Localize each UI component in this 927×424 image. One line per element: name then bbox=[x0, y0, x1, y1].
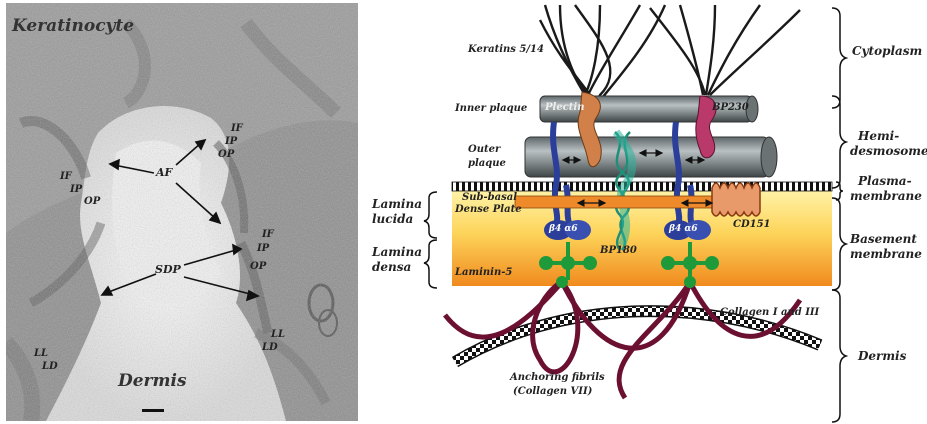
label-if-mid: IF bbox=[262, 229, 274, 240]
bp230-protein bbox=[695, 95, 717, 159]
label-lamina-densa-1: Lamina bbox=[372, 245, 422, 259]
label-op-top: OP bbox=[218, 149, 235, 160]
label-outer-plaque-2: plaque bbox=[468, 158, 506, 169]
label-if-left: IF bbox=[60, 171, 72, 182]
label-b4a6-left: β4 α6 bbox=[549, 224, 578, 234]
label-dermis-schematic: Dermis bbox=[858, 349, 907, 363]
label-inner-plaque: Inner plaque bbox=[455, 103, 528, 114]
sub-basal-dense-plate bbox=[514, 195, 716, 209]
label-collagen-i-iii: Collagen I and III bbox=[720, 307, 820, 318]
label-sub-basal-2: Dense Plate bbox=[455, 204, 522, 215]
label-ld-left: LD bbox=[42, 361, 58, 372]
interaction-arrows bbox=[561, 149, 714, 207]
label-anchoring-2: (Collagen VII) bbox=[513, 386, 593, 397]
label-lamina-lucida-1: Lamina bbox=[372, 197, 422, 211]
keratin-filaments bbox=[538, 4, 801, 109]
label-lamina-lucida-2: lucida bbox=[372, 212, 414, 226]
label-keratins: Keratins 5/14 bbox=[468, 44, 544, 55]
label-cd151: CD151 bbox=[733, 219, 771, 230]
label-laminin-5: Laminin-5 bbox=[455, 267, 513, 278]
label-anchoring-1: Anchoring fibrils bbox=[510, 372, 605, 383]
label-ll-right: LL bbox=[271, 329, 286, 340]
label-op-mid: OP bbox=[250, 261, 267, 272]
cd151-protein bbox=[711, 182, 761, 217]
label-ll-left: LL bbox=[34, 348, 49, 359]
label-plectin: Plectin bbox=[545, 102, 585, 113]
label-ld-right: LD bbox=[262, 342, 278, 353]
label-hemidesmosome-1: Hemi- bbox=[858, 129, 900, 143]
label-sdp: SDP bbox=[155, 263, 181, 276]
label-plasma-1: Plasma- bbox=[858, 174, 912, 188]
label-ip-mid: IP bbox=[257, 243, 270, 254]
label-op-left: OP bbox=[84, 196, 101, 207]
anchoring-fibrils bbox=[443, 279, 803, 400]
label-plasma-2: membrane bbox=[850, 189, 922, 203]
label-outer-plaque-1: Outer bbox=[468, 144, 501, 155]
plasma-membrane bbox=[451, 181, 833, 192]
label-hemidesmosome-2: desmosome bbox=[850, 144, 927, 158]
plectin-protein bbox=[577, 91, 602, 168]
laminin-5 bbox=[539, 242, 719, 280]
label-sub-basal-1: Sub-basal bbox=[462, 192, 518, 203]
label-b4a6-right: β4 α6 bbox=[669, 224, 698, 234]
label-basement-2: membrane bbox=[850, 247, 922, 261]
label-ip-top: IP bbox=[225, 136, 238, 147]
electron-micrograph bbox=[6, 3, 358, 421]
label-basement-1: Basement bbox=[850, 232, 917, 246]
label-lamina-densa-2: densa bbox=[372, 260, 412, 274]
label-bp230: BP230 bbox=[712, 102, 749, 113]
bp180-protein bbox=[612, 129, 637, 251]
label-keratinocyte: Keratinocyte bbox=[12, 16, 135, 36]
layer-brackets bbox=[423, 7, 849, 423]
outer-plaque bbox=[524, 136, 770, 178]
label-af: AF bbox=[156, 166, 173, 179]
label-dermis-micro: Dermis bbox=[118, 371, 187, 391]
collagen-i-iii bbox=[452, 306, 822, 366]
label-ip-left: IP bbox=[70, 184, 83, 195]
label-bp180: BP180 bbox=[600, 245, 637, 256]
hemidesmosome-schematic bbox=[423, 4, 849, 423]
label-if-top: IF bbox=[231, 123, 243, 134]
label-cytoplasm: Cytoplasm bbox=[852, 44, 923, 58]
